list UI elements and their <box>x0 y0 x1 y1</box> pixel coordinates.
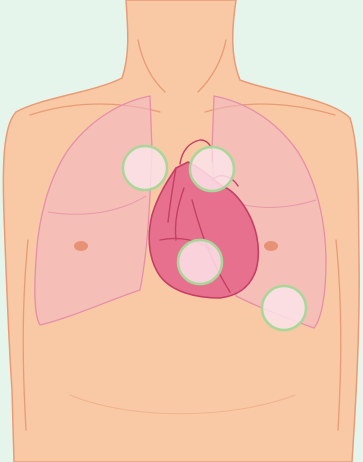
right-nipple <box>74 241 88 251</box>
pulmonic-area-marker <box>190 147 234 191</box>
aortic-area-marker <box>123 146 167 190</box>
mitral-area-marker <box>262 286 306 330</box>
left-nipple <box>264 241 278 251</box>
tricuspid-area-marker <box>178 240 222 284</box>
